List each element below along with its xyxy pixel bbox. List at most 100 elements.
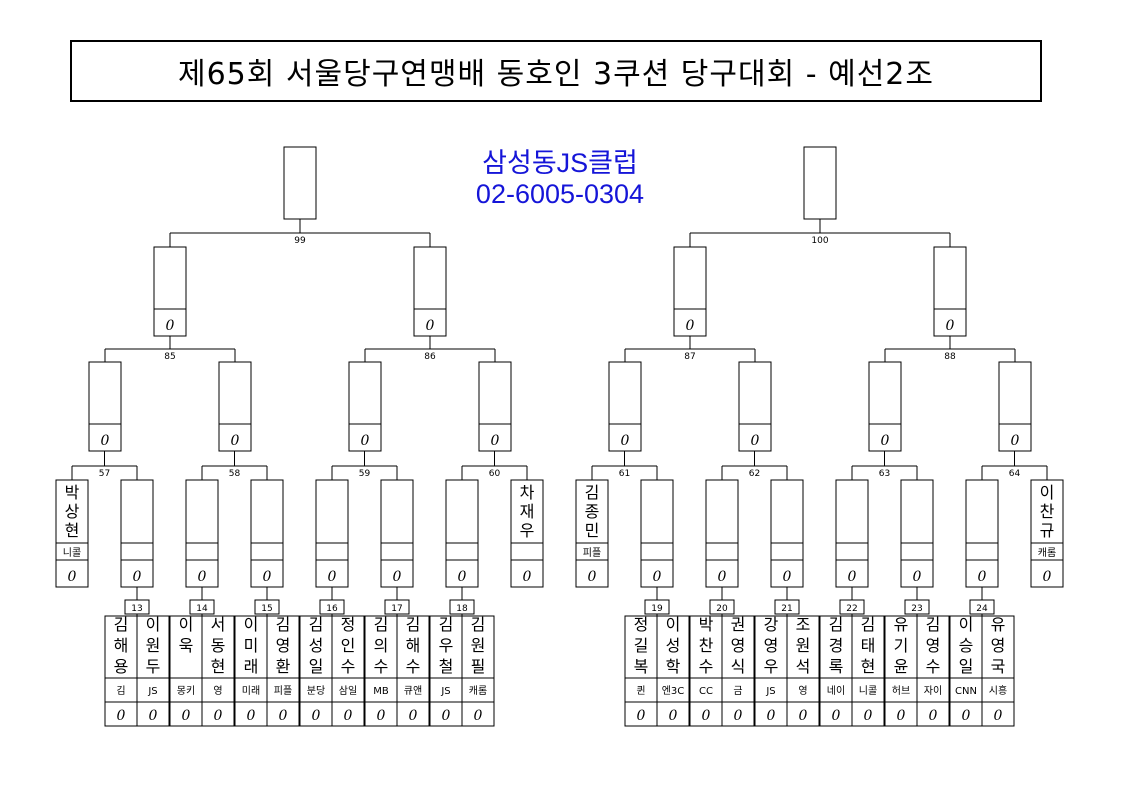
round2-box bbox=[445, 479, 479, 544]
player-name: 성 bbox=[666, 636, 681, 655]
player-name: 철 bbox=[439, 657, 454, 676]
player-club: CNN bbox=[955, 686, 977, 697]
score-mark: 0 bbox=[929, 708, 938, 724]
player-name: 이 bbox=[244, 615, 259, 634]
player-name: 이 bbox=[666, 615, 681, 634]
player-name: 경 bbox=[829, 636, 844, 655]
player-name-box bbox=[949, 615, 983, 679]
player-score-box bbox=[299, 701, 333, 727]
player-name-box bbox=[786, 615, 820, 679]
round2-club-box bbox=[510, 542, 544, 561]
score-mark: 0 bbox=[68, 569, 77, 585]
score-mark: 0 bbox=[523, 569, 532, 585]
seed-player-club: 니콜 bbox=[63, 547, 81, 559]
round2-box bbox=[835, 479, 869, 544]
score-mark: 0 bbox=[946, 318, 955, 334]
club-info: 삼성동JS클럽 02-6005-0304 bbox=[430, 148, 690, 210]
match-number: 20 bbox=[716, 604, 728, 614]
club-name: 삼성동JS클럽 bbox=[482, 148, 638, 178]
player-name-box bbox=[656, 615, 690, 679]
semifinal-box bbox=[803, 146, 837, 220]
player-club: 캐롬 bbox=[469, 685, 487, 697]
round3-score-box bbox=[348, 423, 382, 452]
score-mark: 0 bbox=[799, 708, 808, 724]
player-name: 원 bbox=[796, 636, 811, 655]
round2-score-box bbox=[770, 559, 804, 588]
player-name: 용 bbox=[114, 657, 129, 676]
score-mark: 0 bbox=[409, 708, 418, 724]
player-name: 길 bbox=[634, 636, 649, 655]
round2-club-box bbox=[380, 542, 414, 561]
player-name-box bbox=[396, 615, 430, 679]
score-mark: 0 bbox=[653, 569, 662, 585]
score-mark: 0 bbox=[393, 569, 402, 585]
player-name: 복 bbox=[634, 657, 649, 676]
score-mark: 0 bbox=[669, 708, 678, 724]
player-club: 분당 bbox=[307, 685, 325, 697]
quarter-score-box bbox=[933, 308, 967, 337]
player-score-box bbox=[104, 701, 138, 727]
player-name: 영 bbox=[926, 636, 941, 655]
player-name: 식 bbox=[731, 657, 746, 676]
score-mark: 0 bbox=[458, 569, 467, 585]
player-name-box bbox=[429, 615, 463, 679]
player-name: 윤 bbox=[894, 657, 909, 676]
player-club: 시흥 bbox=[989, 684, 1007, 697]
player-score-box bbox=[461, 701, 495, 727]
player-name: 수 bbox=[406, 657, 421, 676]
round3-box bbox=[218, 361, 252, 425]
player-name-box bbox=[169, 615, 203, 679]
player-name: 욱 bbox=[179, 636, 194, 655]
player-name: 박 bbox=[699, 615, 714, 634]
score-mark: 0 bbox=[783, 569, 792, 585]
round2-box bbox=[120, 479, 154, 544]
match-number: 14 bbox=[196, 604, 208, 614]
round3-box bbox=[478, 361, 512, 425]
match-number: 22 bbox=[846, 604, 857, 614]
seed-player-name: 김 bbox=[585, 483, 600, 502]
score-mark: 0 bbox=[198, 569, 207, 585]
player-name: 록 bbox=[829, 657, 844, 676]
match-number: 23 bbox=[911, 604, 922, 614]
match-number: 13 bbox=[131, 604, 142, 614]
score-mark: 0 bbox=[474, 708, 483, 724]
round2-box bbox=[965, 479, 999, 544]
player-club: JS bbox=[765, 686, 775, 697]
player-score-box bbox=[331, 701, 365, 727]
round2-score-box bbox=[120, 559, 154, 588]
score-mark: 0 bbox=[686, 318, 695, 334]
seed-player-name: 재 bbox=[520, 502, 535, 521]
player-club: 니콜 bbox=[859, 685, 877, 697]
seed-player-name: 상 bbox=[65, 502, 80, 521]
player-club-box bbox=[364, 677, 398, 703]
player-name-box bbox=[136, 615, 170, 679]
quarter-box bbox=[413, 246, 447, 310]
player-club: 엔3C bbox=[662, 685, 685, 697]
player-name: 김 bbox=[276, 615, 291, 634]
score-mark: 0 bbox=[637, 708, 646, 724]
player-name: 영 bbox=[764, 636, 779, 655]
player-name: 찬 bbox=[699, 636, 714, 655]
player-score-box bbox=[201, 701, 235, 727]
round3-box bbox=[608, 361, 642, 425]
round2-score-box bbox=[510, 559, 544, 588]
round2-box bbox=[315, 479, 349, 544]
round2-club-box bbox=[185, 542, 219, 561]
player-club: CC bbox=[699, 686, 713, 697]
player-club-box bbox=[689, 677, 723, 703]
player-name: 김 bbox=[861, 615, 876, 634]
match-number: 18 bbox=[456, 604, 468, 614]
player-club: 김 bbox=[116, 685, 125, 697]
score-mark: 0 bbox=[718, 569, 727, 585]
player-name: 현 bbox=[861, 657, 876, 676]
score-mark: 0 bbox=[344, 708, 353, 724]
round2-club-box bbox=[965, 542, 999, 561]
player-club: 자이 bbox=[924, 685, 942, 697]
player-club: 영 bbox=[213, 685, 222, 697]
round2-club-box bbox=[900, 542, 934, 561]
round2-score-box bbox=[705, 559, 739, 588]
quarter-box bbox=[673, 246, 707, 310]
tournament-title: 제65회 서울당구연맹배 동호인 3쿠션 당구대회 - 예선2조 bbox=[178, 57, 934, 92]
score-mark: 0 bbox=[913, 569, 922, 585]
player-club-box bbox=[331, 677, 365, 703]
